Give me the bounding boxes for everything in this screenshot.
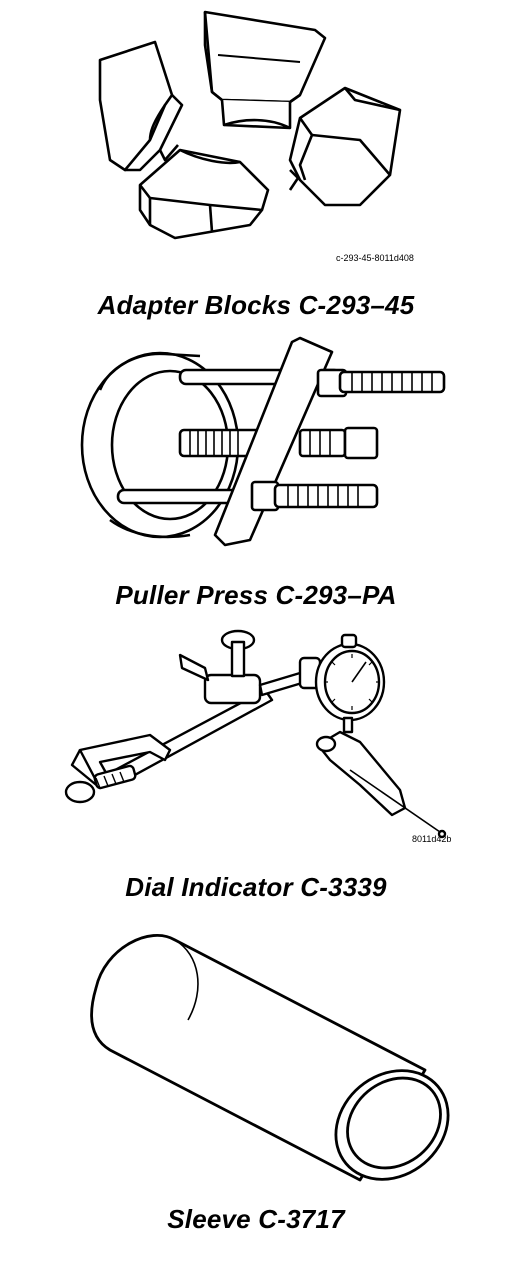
tool-panel-puller-press: Puller Press C-293–PA xyxy=(0,330,512,620)
figure-ref-code: 8011d42b xyxy=(412,834,452,844)
tool-caption: Dial Indicator C-3339 xyxy=(125,872,387,902)
dial-indicator-icon xyxy=(64,629,447,839)
sleeve-icon xyxy=(90,934,450,1182)
puller-press-icon xyxy=(80,336,446,547)
figure-ref-code: c-293-45-8011d408 xyxy=(336,253,414,263)
tool-panel-sleeve: Sleeve C-3717 xyxy=(0,910,512,1276)
tool-panel-dial-indicator: 8011d42b Dial Indicator C-3339 xyxy=(0,620,512,910)
tool-caption: Puller Press C-293–PA xyxy=(115,580,397,610)
tool-caption: Adapter Blocks C-293–45 xyxy=(97,290,415,320)
adapter-blocks-icon xyxy=(98,10,402,240)
tool-caption: Sleeve C-3717 xyxy=(167,1204,345,1234)
tool-panel-adapter-blocks: c-293-45-8011d408 Adapter Blocks C-293–4… xyxy=(0,0,512,330)
